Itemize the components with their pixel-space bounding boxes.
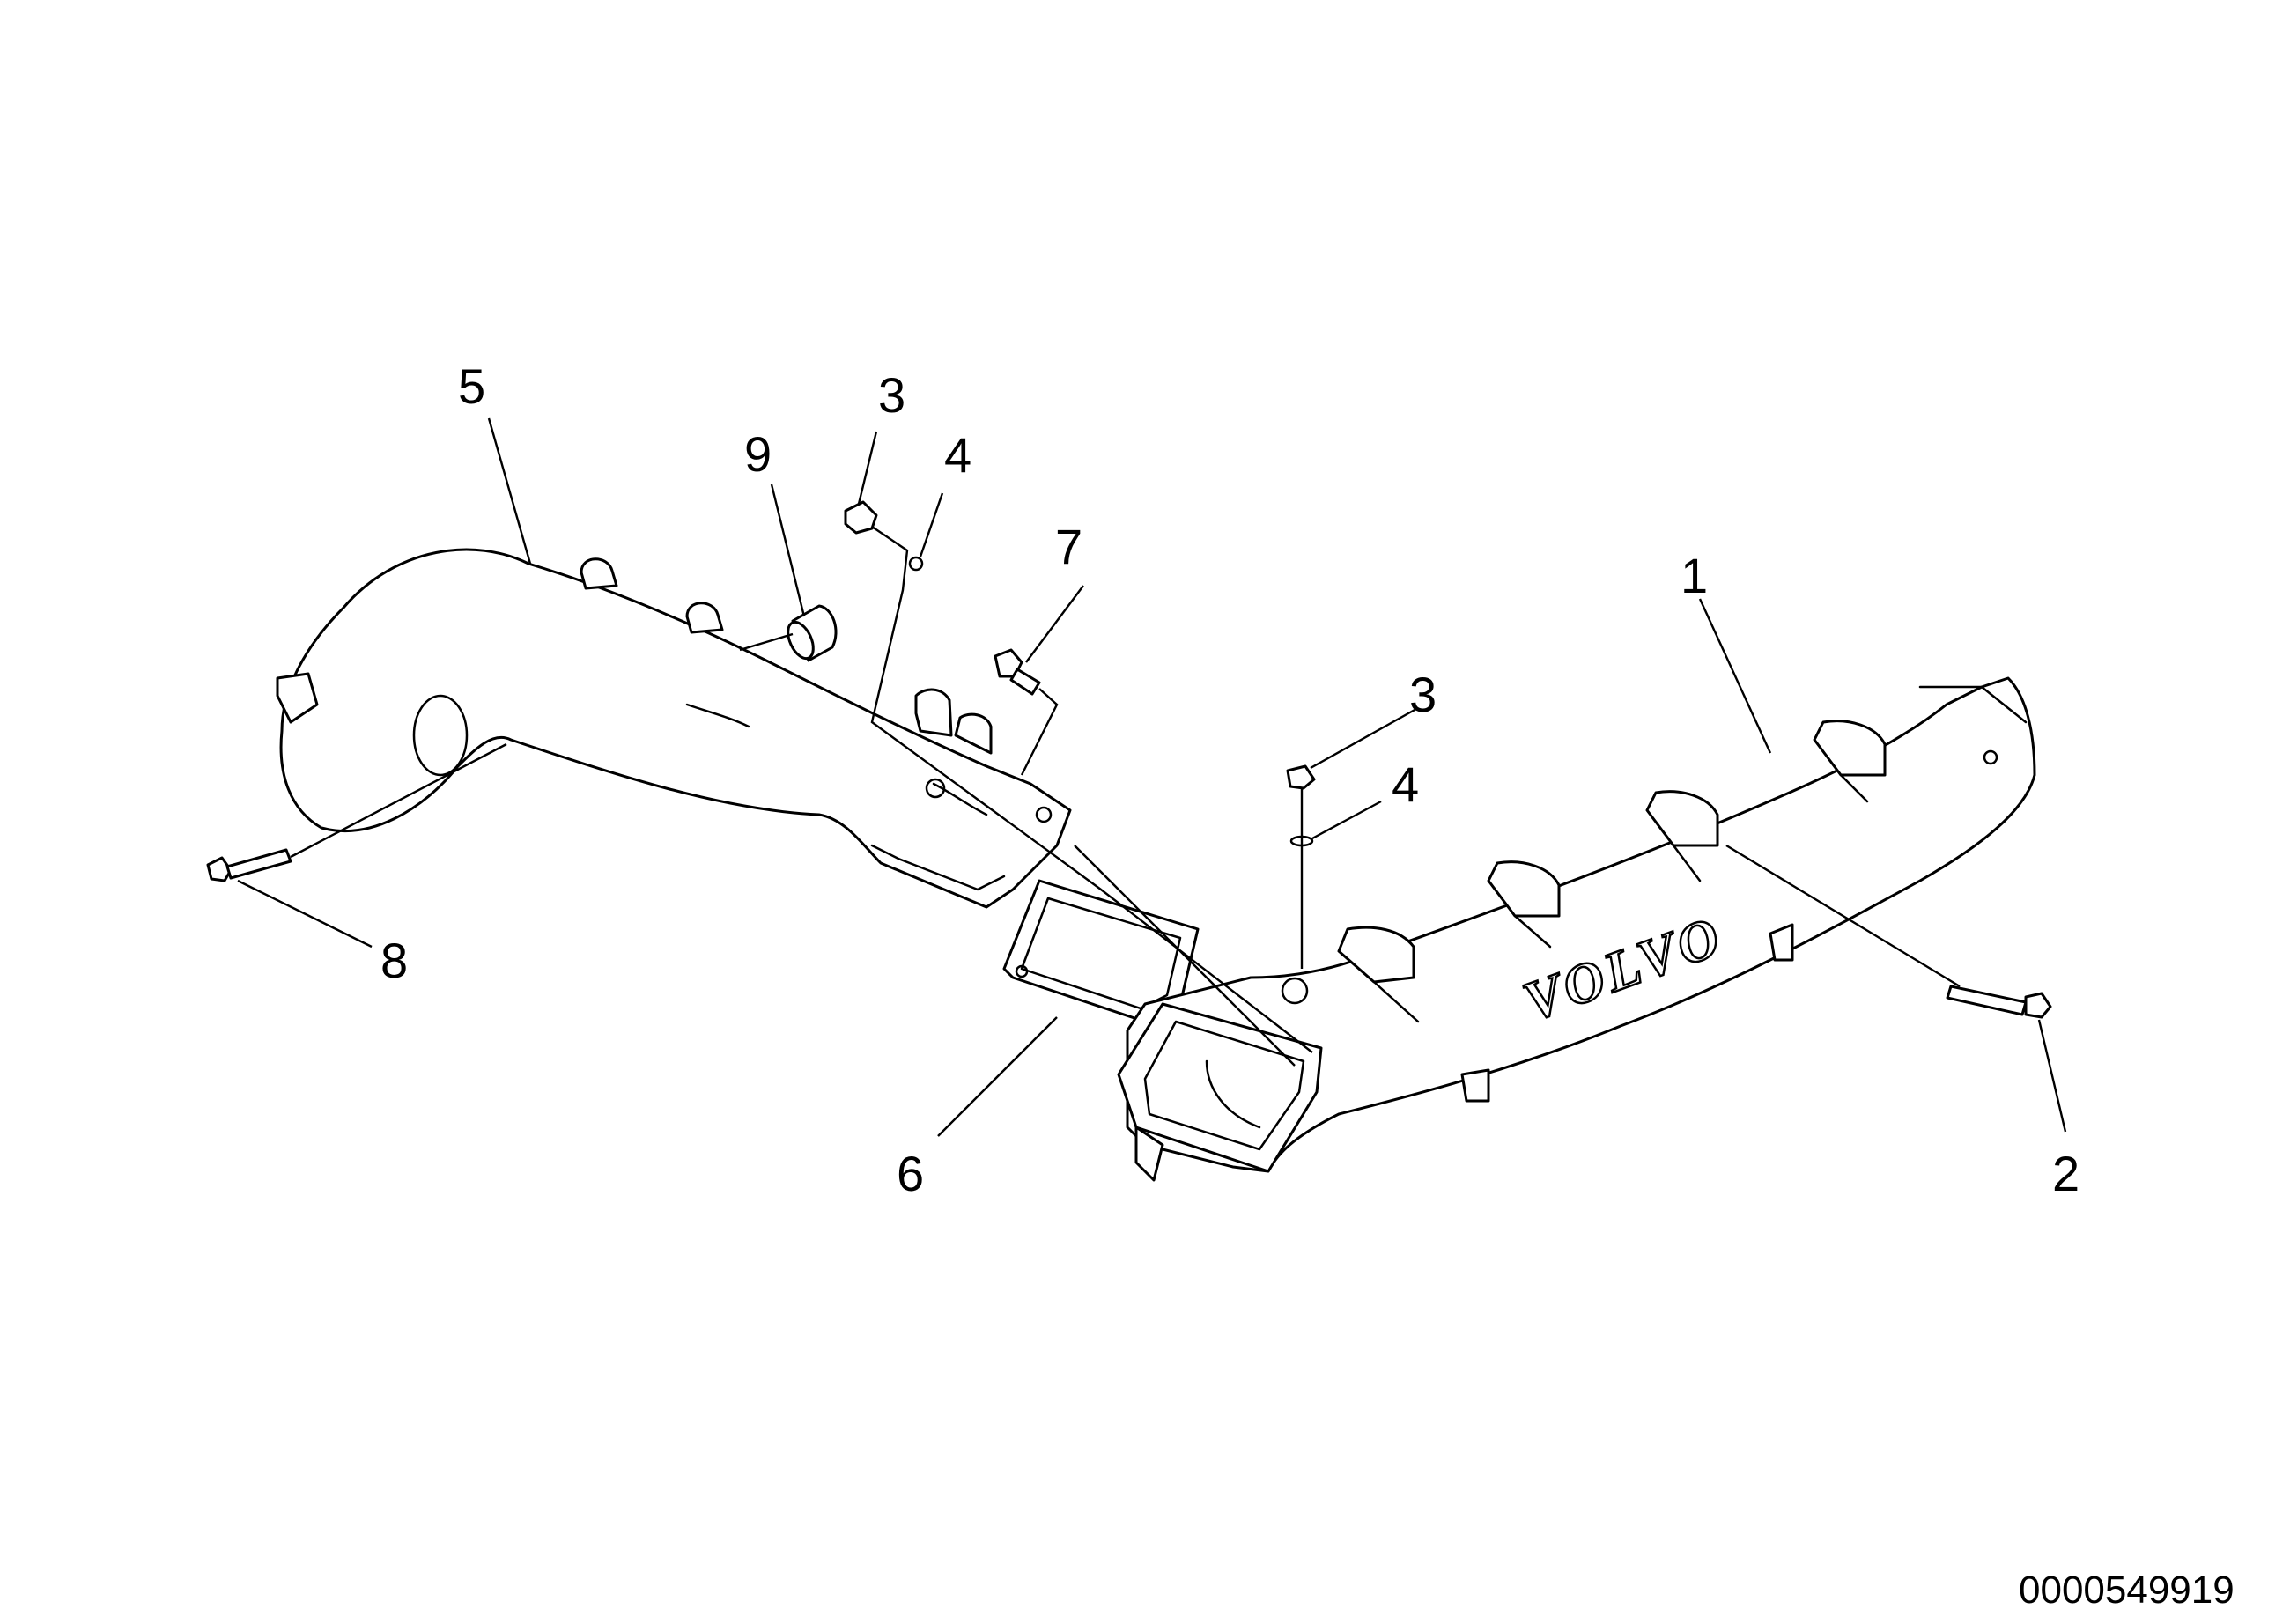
bolt-part-2 <box>1946 985 2052 1019</box>
callout-6: 6 <box>897 1146 924 1201</box>
leader-lines <box>237 417 2067 1137</box>
front-exhaust-manifold <box>276 548 1072 909</box>
callout-2: 2 <box>2052 1146 2079 1201</box>
callout-9: 9 <box>744 426 772 482</box>
bolt-part-7 <box>994 648 1041 696</box>
document-number: 0000549919 <box>2019 1569 2235 1612</box>
callout-3-upper: 3 <box>878 367 905 423</box>
callout-3-lower: 3 <box>1409 667 1437 722</box>
rear-exhaust-manifold: VOLVO <box>1117 676 2036 1182</box>
nut-part-3-upper <box>844 500 878 535</box>
washer-part-4-upper <box>908 556 924 572</box>
callout-4-lower: 4 <box>1392 757 1419 812</box>
bolt-part-8 <box>206 848 292 882</box>
callout-1: 1 <box>1681 548 1708 603</box>
sleeve-part-9 <box>787 604 838 662</box>
callout-5: 5 <box>458 358 485 414</box>
nut-part-3-lower <box>1286 764 1316 790</box>
callout-4-upper: 4 <box>944 427 971 483</box>
callout-7: 7 <box>1055 519 1082 574</box>
callout-8: 8 <box>380 933 408 988</box>
